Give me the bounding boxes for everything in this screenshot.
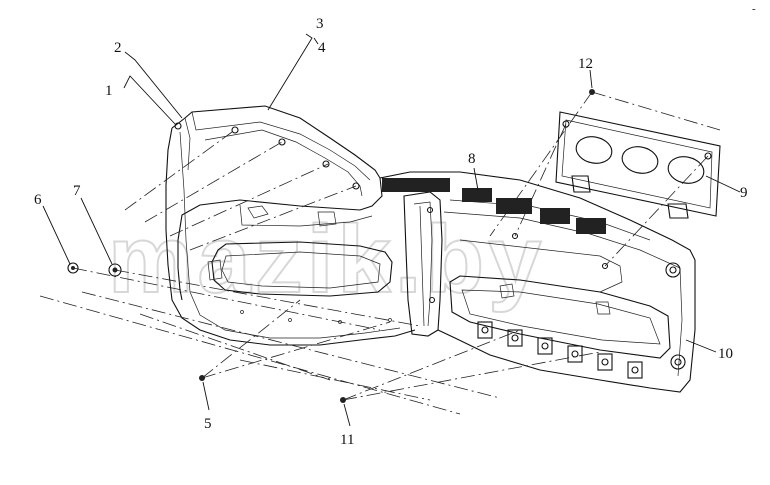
switch-row [477, 321, 643, 379]
callout-2: 2 [114, 40, 122, 56]
callout-4: 4 [318, 40, 326, 56]
callout-6: 6 [34, 192, 42, 208]
callout-11: 11 [340, 432, 354, 448]
callout-5: 5 [204, 416, 212, 432]
vent-grille [382, 178, 450, 192]
right-main-panel [379, 171, 696, 393]
callout-labels: 1 2 3 4 5 6 7 8 9 10 11 12 - [34, 3, 756, 448]
callout-9: 9 [740, 185, 748, 201]
vent-grille [576, 218, 606, 234]
leader-lines [42, 33, 741, 427]
vent-grille [462, 188, 492, 202]
callout-7: 7 [73, 183, 81, 199]
assembly-lines [39, 91, 721, 415]
vent-grille [496, 198, 532, 214]
vent-grille [540, 208, 570, 224]
callout-12: 12 [578, 56, 593, 72]
corner-mark: - [752, 3, 756, 15]
callout-3: 3 [316, 16, 324, 32]
left-housing [165, 105, 416, 346]
callout-10: 10 [718, 346, 733, 362]
gauge-plate [555, 111, 721, 219]
callout-1: 1 [105, 83, 113, 99]
watermark-text: mazik.by [108, 206, 546, 313]
callout-8: 8 [468, 151, 476, 167]
